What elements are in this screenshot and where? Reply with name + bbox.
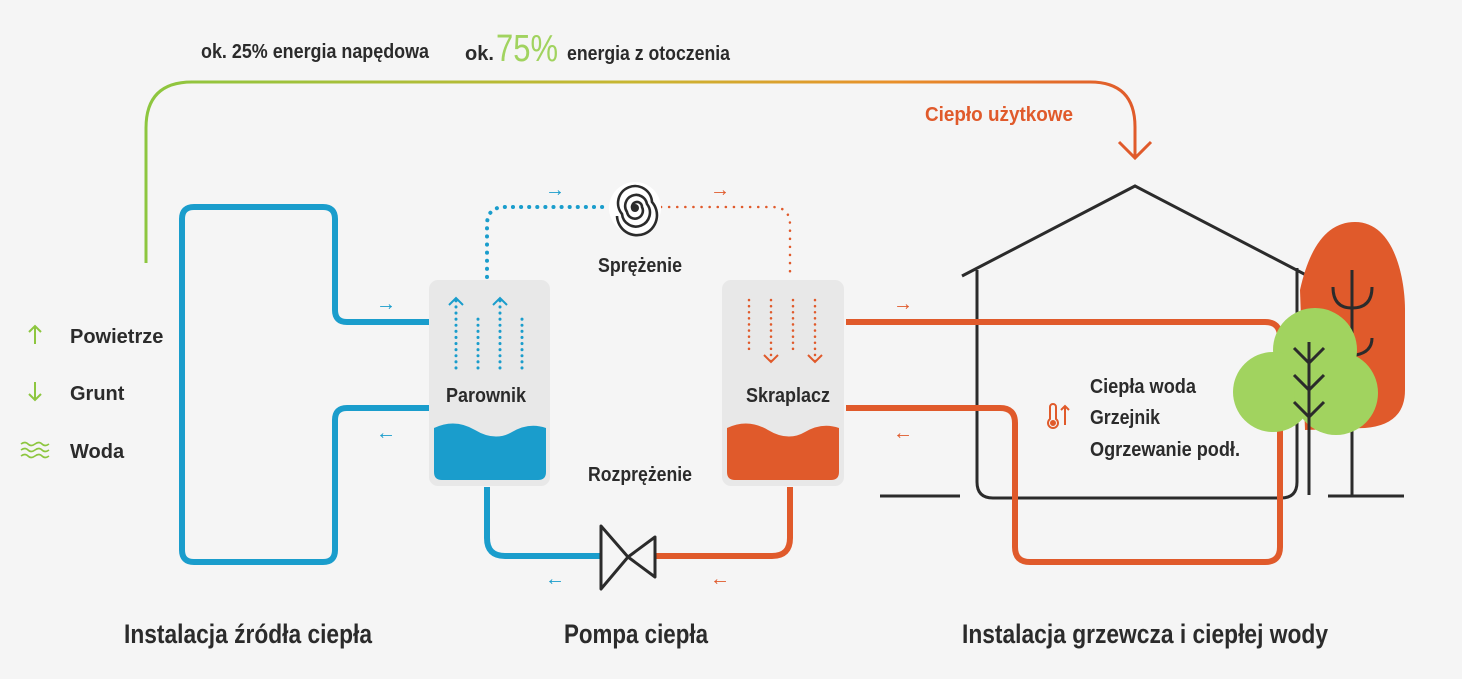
flow-arrow-right-icon: → [710, 179, 730, 201]
compression-label: Sprężenie [598, 255, 682, 277]
arrow-down-icon [28, 382, 42, 402]
evaporator-unit: Parownik [429, 280, 550, 486]
evaporator-label: Parownik [446, 385, 527, 407]
legend-label-ground: Grunt [70, 383, 125, 405]
section-title-source: Instalacja źródła ciepła [124, 619, 373, 649]
energy-flow-line [144, 80, 1137, 263]
expansion-valve-icon [599, 524, 657, 591]
flow-arrow-right-icon: → [893, 293, 913, 315]
ambient-energy-label: energia z otoczenia [567, 43, 731, 65]
flow-arrow-right-icon: → [376, 293, 396, 315]
ambient-percent: 75% [496, 28, 558, 70]
legend-label-air: Powietrze [70, 326, 163, 348]
flow-arrow-left-icon: ← [710, 568, 730, 590]
expansion-label: Rozprężenie [588, 464, 692, 486]
expansion-pipe-cold [484, 487, 602, 559]
drive-energy-label: ok. 25% energia napędowa [201, 41, 430, 63]
use-floor-heating: Ogrzewanie podł. [1090, 439, 1240, 461]
thermometer-up-icon [1047, 403, 1070, 429]
waves-icon [20, 441, 50, 459]
condenser-label: Skraplacz [746, 385, 830, 407]
source-loop-pipe [179, 204, 432, 565]
flow-arrow-left-icon: ← [376, 422, 396, 444]
arrow-up-icon [28, 324, 42, 344]
legend: Powietrze Grunt Woda [20, 324, 163, 463]
section-title-heating: Instalacja grzewcza i ciepłej wody [962, 619, 1328, 649]
expansion-pipe-hot [654, 487, 793, 559]
energy-arrowhead-icon [1117, 140, 1153, 161]
ambient-prefix: ok. [465, 43, 494, 65]
heating-loop-pipe [846, 319, 1283, 565]
suction-line-dotted [485, 205, 612, 279]
use-hot-water: Ciepła woda [1090, 376, 1197, 398]
use-radiator: Grzejnik [1090, 407, 1161, 429]
useful-heat-label: Ciepło użytkowe [925, 104, 1073, 126]
condenser-unit: Skraplacz [722, 280, 844, 486]
legend-label-water: Woda [70, 441, 125, 463]
compressor-spiral-icon [609, 182, 661, 237]
flow-arrow-left-icon: ← [893, 422, 913, 444]
green-tree-icon [1233, 308, 1378, 495]
flow-arrow-right-icon: → [545, 179, 565, 201]
flow-arrow-left-icon: ← [545, 568, 565, 590]
house-outline [880, 184, 1309, 500]
section-title-pump: Pompa ciepła [564, 619, 709, 649]
